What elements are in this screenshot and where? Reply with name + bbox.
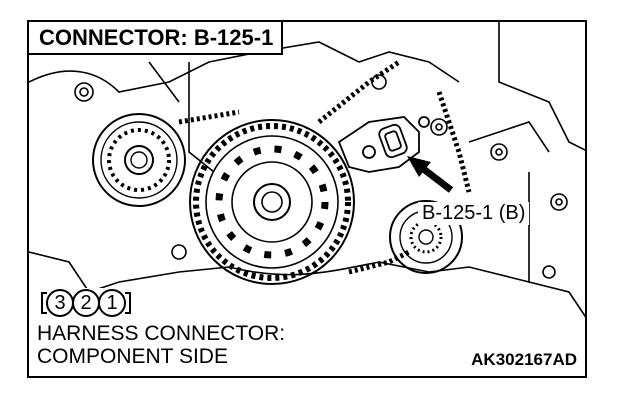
connector-callout-label: B-125-1 (B) — [418, 202, 530, 225]
connector-title: CONNECTOR: B-125-1 — [29, 22, 284, 55]
engine-illustration — [29, 22, 585, 318]
cam-sprocket — [189, 119, 355, 285]
harness-caption-line1: HARNESS CONNECTOR: — [37, 322, 286, 345]
engine-outline-right — [498, 22, 585, 151]
left-idler-pulley — [92, 113, 186, 207]
pin-1: 1 — [98, 289, 126, 317]
pointer-arrow — [407, 156, 454, 193]
harness-caption-line2: COMPONENT SIDE — [37, 345, 228, 368]
sensor-assembly — [337, 116, 430, 173]
timing-belt — [178, 59, 472, 275]
connector-bracket-left — [41, 292, 47, 314]
connector-pin-diagram: 3 2 1 — [41, 288, 131, 318]
engine-outline-upper — [29, 41, 460, 93]
figure-code: AK302167AD — [467, 350, 577, 370]
diagram-frame: CONNECTOR: B-125-1 B-125-1 (B) 3 2 1 HAR… — [27, 20, 587, 378]
connector-bracket-right — [125, 292, 131, 314]
pin-2: 2 — [72, 289, 100, 317]
pin-3: 3 — [46, 289, 74, 317]
bolts — [74, 74, 568, 279]
harness-caption: HARNESS CONNECTOR: COMPONENT SIDE — [37, 322, 292, 368]
engine-outline-lower — [29, 251, 230, 293]
